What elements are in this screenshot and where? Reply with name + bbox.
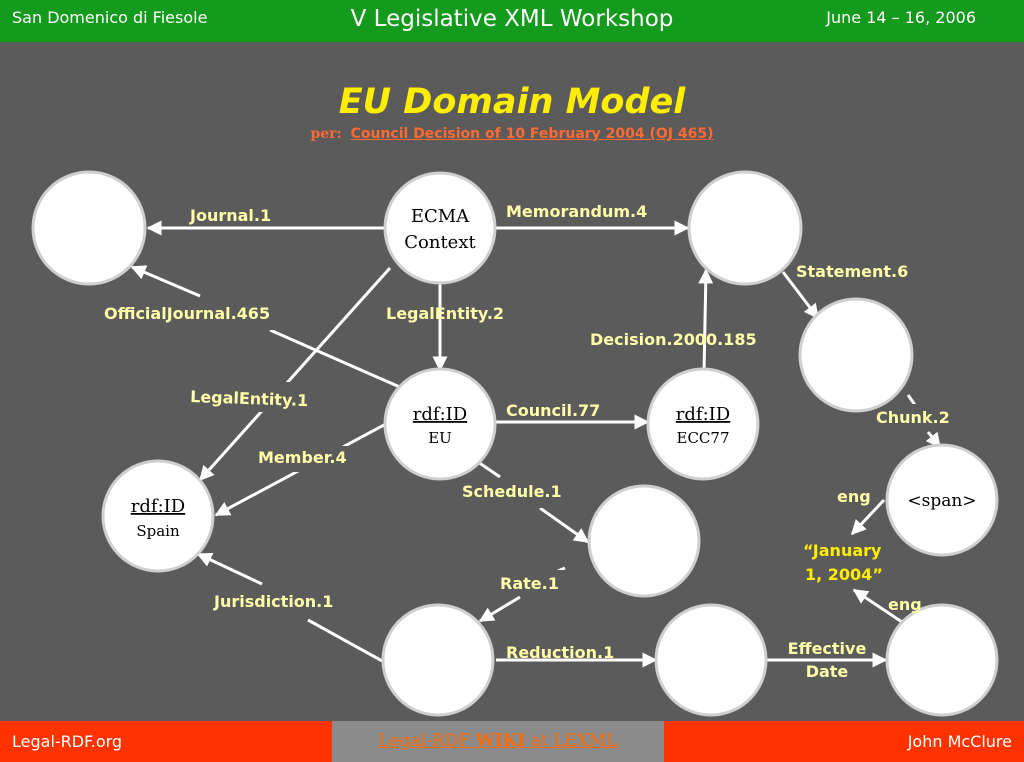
- label-official-journal: OfficialJournal.465: [104, 304, 270, 323]
- edge-eng-top: [850, 498, 886, 536]
- node-spain-line2: Spain: [136, 522, 180, 540]
- node-eu: [383, 367, 497, 481]
- label-schedule: Schedule.1: [462, 482, 562, 501]
- edge-statement: [781, 271, 820, 320]
- node-statement: [798, 297, 914, 413]
- node-span: [885, 443, 999, 557]
- label-legal-entity-2: LegalEntity.2: [386, 304, 504, 323]
- slide-subtitle: per: Council Decision of 10 February 200…: [310, 126, 713, 142]
- label-member: Member.4: [258, 448, 347, 467]
- header-location: San Domenico di Fiesole: [12, 8, 208, 27]
- node-reduction-object: [654, 603, 768, 717]
- node-ecc77-line2: ECC77: [677, 429, 730, 447]
- edge-chunk: [906, 394, 917, 406]
- wiki-link[interactable]: Legal-RDF WIKI at LEXML: [332, 721, 664, 762]
- node-schedule: [587, 484, 701, 598]
- label-council: Council.77: [506, 401, 600, 420]
- node-spain-line1: rdf:ID: [131, 496, 185, 517]
- council-decision-link[interactable]: Council Decision of 10 February 2004 (OJ…: [350, 126, 714, 142]
- wiki-link-bold: WIKI: [475, 731, 526, 751]
- literal-line1: “January: [803, 541, 882, 560]
- node-reduction-subject: [381, 603, 495, 717]
- node-ecma-context: [383, 171, 497, 285]
- node-effective-date: [885, 603, 999, 717]
- label-chunk: Chunk.2: [876, 408, 950, 427]
- edge-official-journal-head: [130, 265, 201, 298]
- literal-line2: 1, 2004”: [805, 565, 883, 584]
- node-spain: [101, 459, 215, 573]
- wiki-link-post: at LEXML: [530, 731, 618, 751]
- label-effective-line1: Effective: [788, 639, 867, 658]
- header-dates: June 14 – 16, 2006: [826, 8, 976, 27]
- edge-rate-head: [478, 595, 521, 623]
- node-ecc77: [646, 367, 760, 481]
- label-rate: Rate.1: [500, 574, 559, 593]
- node-ecc77-line1: rdf:ID: [676, 404, 730, 425]
- footer-site: Legal-RDF.org: [12, 732, 123, 751]
- edge-official-journal: [269, 328, 403, 390]
- edge-eng-bottom: [852, 588, 903, 624]
- wiki-link-pre: Legal-RDF: [378, 731, 471, 751]
- node-eu-line1: rdf:ID: [413, 404, 467, 425]
- edge-schedule: [477, 460, 501, 479]
- label-decision: Decision.2000.185: [590, 330, 757, 349]
- edge-jurisdiction: [307, 618, 385, 664]
- footer-bar: Legal-RDF.org Legal-RDF WIKI at LEXML Jo…: [0, 721, 1024, 762]
- label-statement: Statement.6: [796, 262, 908, 281]
- node-memorandum: [687, 170, 803, 286]
- node-span-label: <span>: [907, 491, 976, 511]
- node-journal: [31, 170, 147, 286]
- label-journal: Journal.1: [189, 206, 271, 225]
- label-legal-entity-1: LegalEntity.1: [190, 387, 309, 410]
- node-ecma-line1: ECMA: [411, 206, 470, 227]
- label-reduction: Reduction.1: [506, 643, 614, 662]
- slide-title: EU Domain Model: [338, 82, 686, 122]
- edge-schedule-head: [539, 506, 590, 544]
- label-effective-line2: Date: [806, 662, 849, 681]
- node-eu-line2: EU: [428, 429, 452, 447]
- edge-legal-entity-1: [198, 266, 392, 482]
- edge-decision: [698, 268, 714, 374]
- footer-author: John McClure: [907, 732, 1012, 751]
- node-ecma-line2: Context: [404, 232, 476, 253]
- title-block: EU Domain Model per: Council Decision of…: [0, 82, 1024, 142]
- label-jurisdiction: Jurisdiction.1: [213, 592, 333, 611]
- label-eng-top: eng: [837, 487, 871, 506]
- subtitle-prefix: per:: [310, 126, 342, 142]
- edge-jurisdiction-head: [196, 552, 263, 586]
- label-eng-bottom: eng: [888, 595, 922, 614]
- label-memorandum: Memorandum.4: [506, 202, 647, 221]
